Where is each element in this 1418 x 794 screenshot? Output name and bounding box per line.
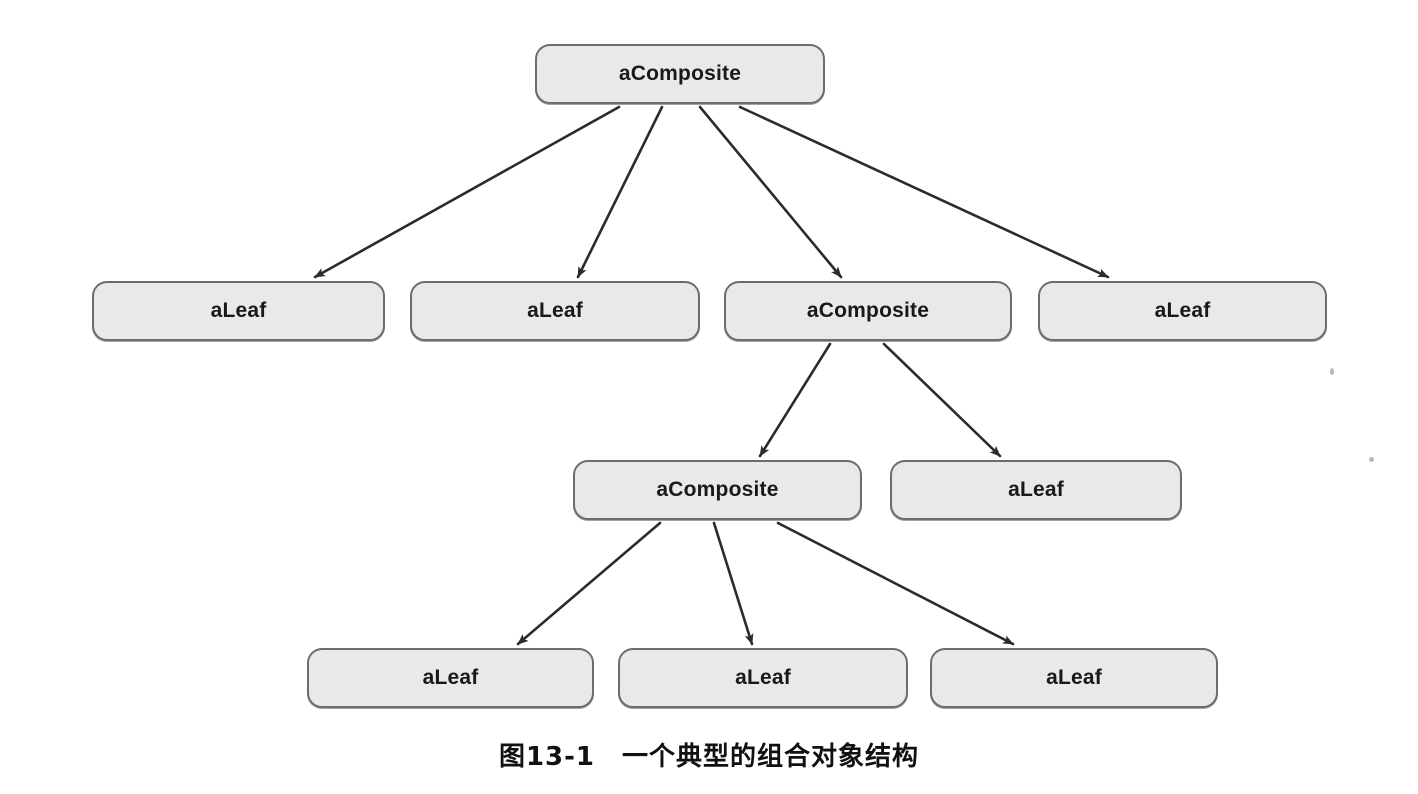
edge-root-to-n2 [576,105,664,279]
node-root-acomposite[interactable]: aComposite [535,44,825,104]
node-level2-aleaf[interactable]: aLeaf [890,460,1182,520]
edge-n5-to-n9 [776,521,1015,646]
node-level1-acomposite[interactable]: aComposite [724,281,1012,341]
node-level3-aleaf-3[interactable]: aLeaf [930,648,1218,708]
scan-speck-2 [1369,457,1374,462]
node-level3-aleaf-1[interactable]: aLeaf [307,648,594,708]
node-level3-aleaf-2[interactable]: aLeaf [618,648,908,708]
node-label: aComposite [618,62,742,85]
node-label: aLeaf [735,666,791,689]
node-label: aLeaf [422,666,479,689]
node-level2-acomposite[interactable]: aComposite [573,460,862,520]
node-label: aLeaf [210,299,267,322]
edge-n5-to-n8 [712,521,754,646]
edge-n3-to-n5 [758,342,832,458]
edge-n5-to-n7 [516,521,662,646]
node-label: aLeaf [1046,666,1102,689]
edge-root-to-n3 [698,105,843,279]
node-label: aLeaf [527,299,583,322]
node-level1-aleaf-3[interactable]: aLeaf [1038,281,1327,341]
edge-root-to-n4 [738,105,1110,279]
figure-caption: 图13-1 一个典型的组合对象结构 [498,742,920,772]
node-label: aComposite [806,299,930,322]
node-label: aLeaf [1008,478,1064,501]
scan-speck-1 [1330,368,1334,375]
edge-n3-to-n6 [882,342,1002,458]
node-label: aLeaf [1154,299,1211,322]
node-level1-aleaf-1[interactable]: aLeaf [92,281,385,341]
edge-root-to-n1 [313,105,621,279]
node-level1-aleaf-2[interactable]: aLeaf [410,281,700,341]
node-label: aComposite [656,478,779,501]
edge-group [313,105,1110,646]
